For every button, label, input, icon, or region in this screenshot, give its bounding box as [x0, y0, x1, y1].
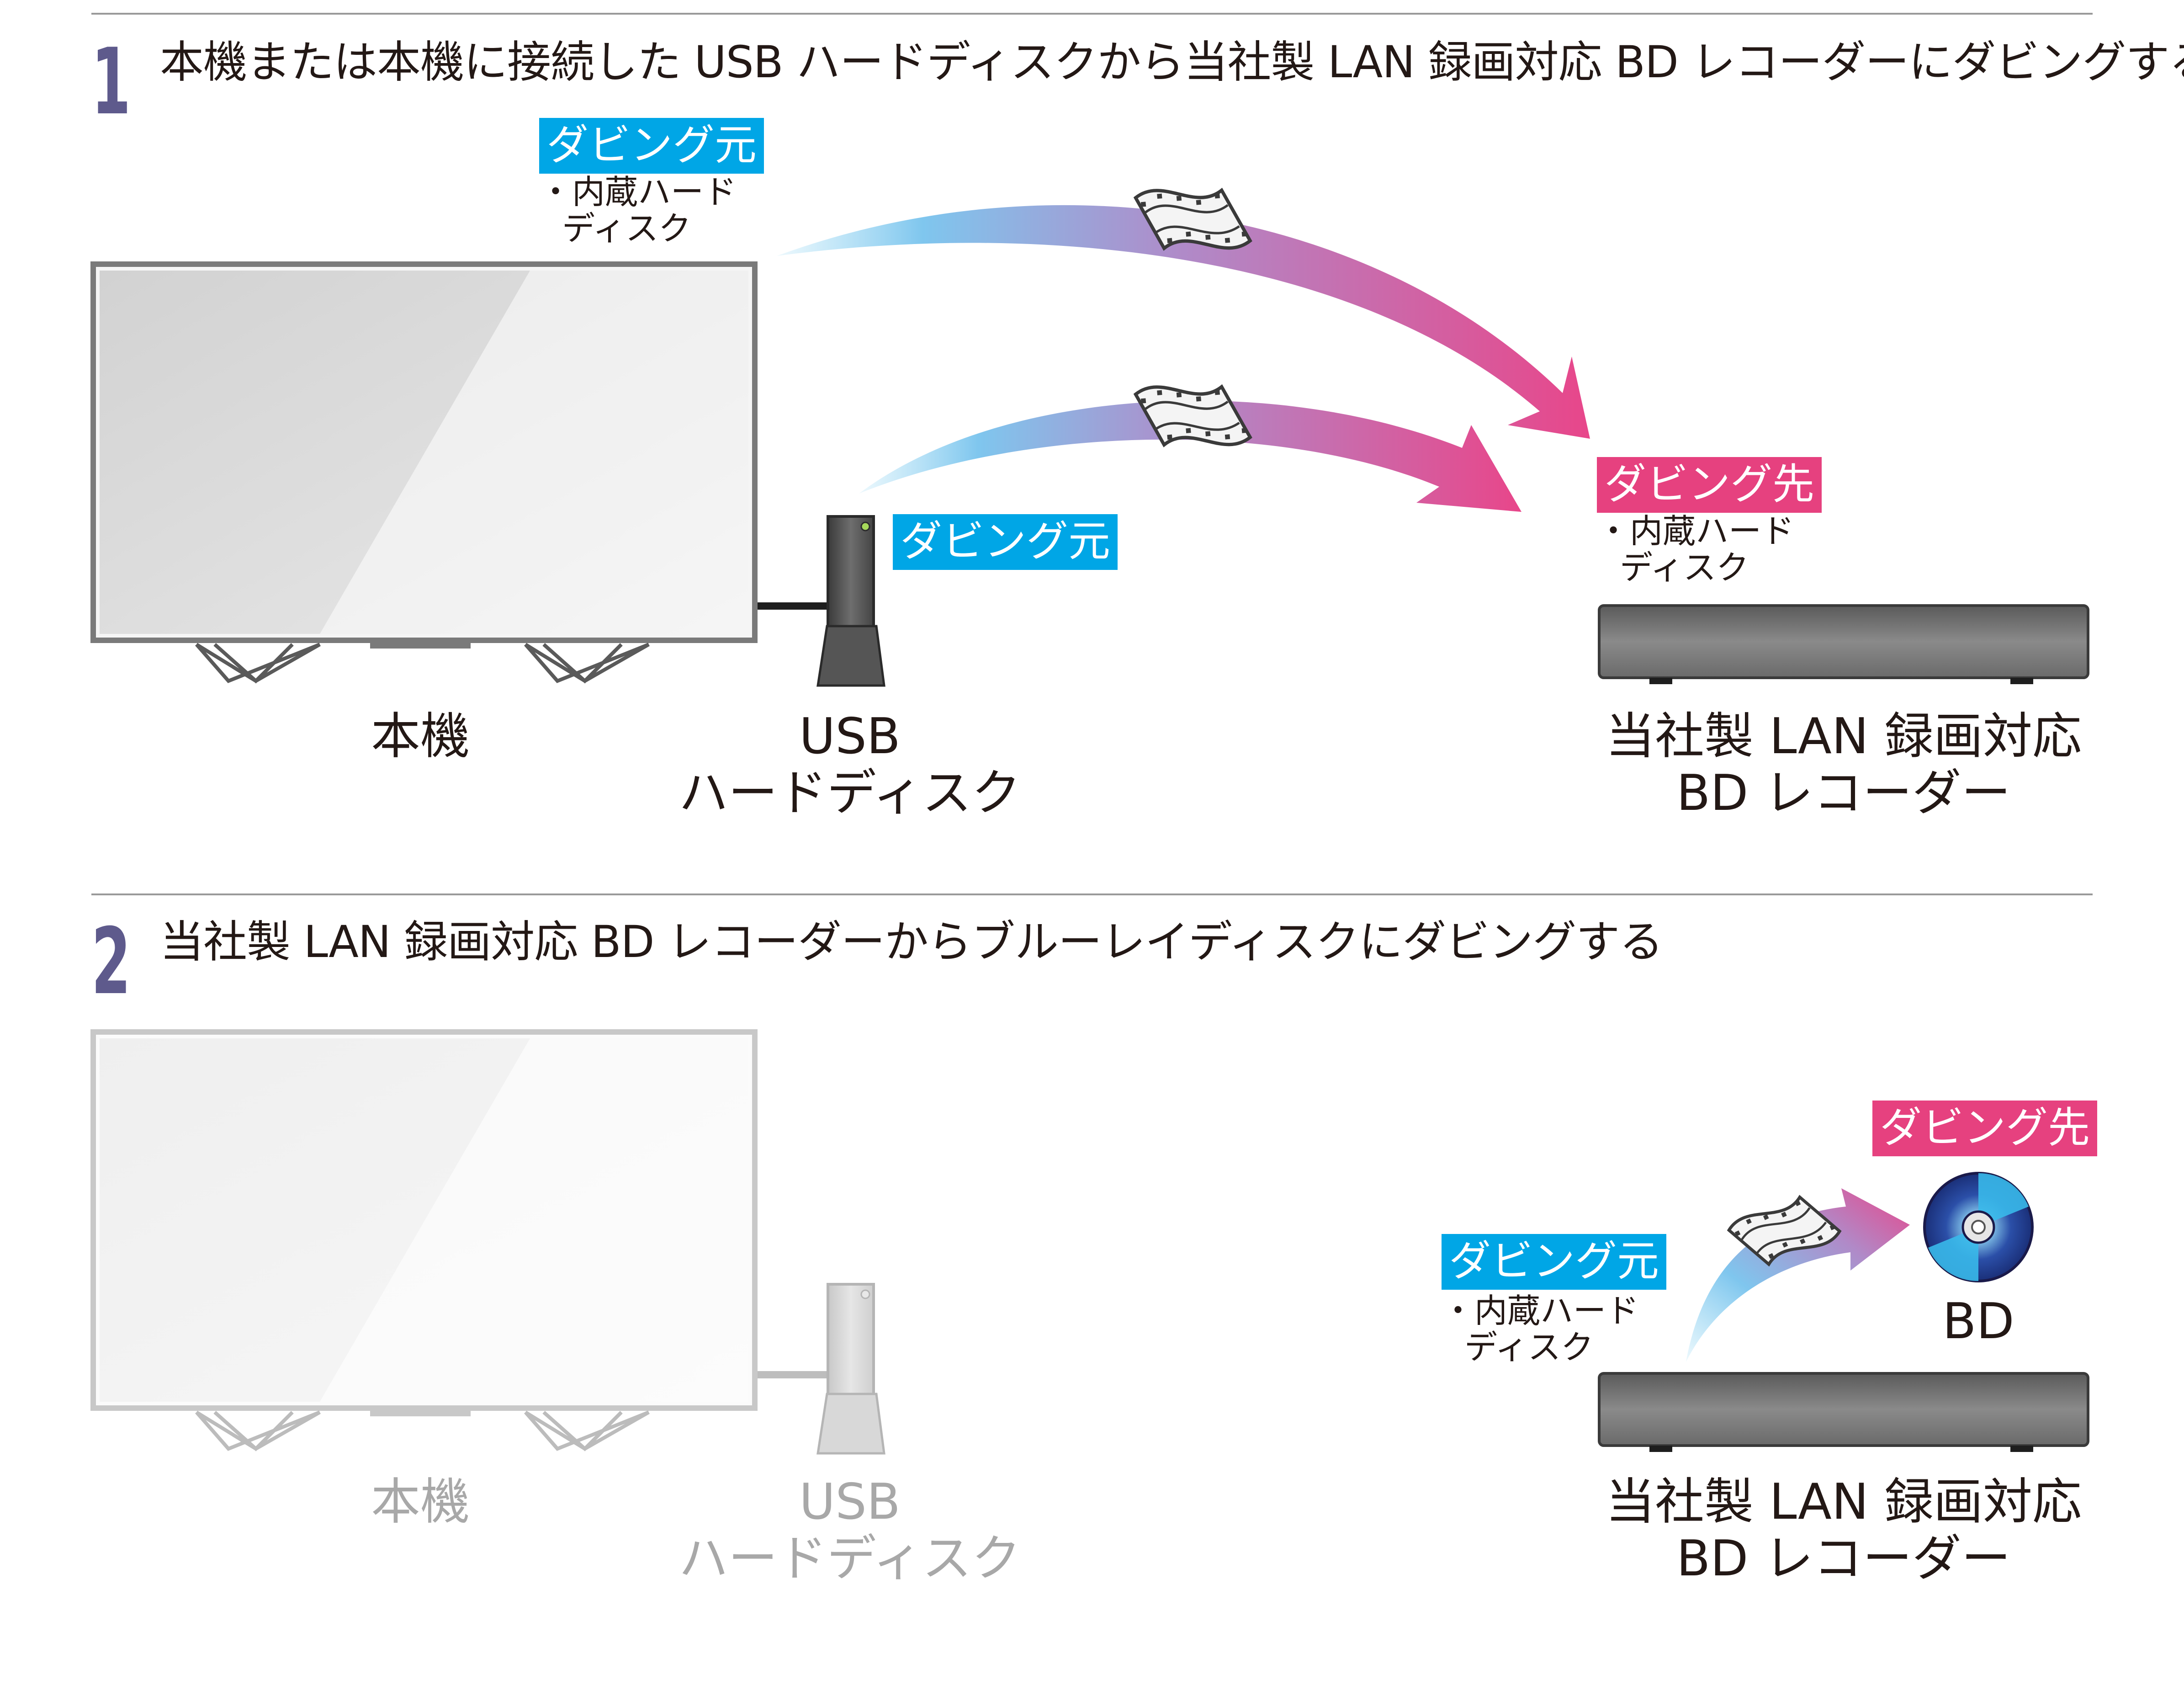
- tv-caption: 本機: [371, 708, 470, 765]
- source-tag: ダビング元: [539, 118, 764, 174]
- source-note: ・内蔵ハード ディスク: [1442, 1292, 1639, 1366]
- bd-recorder-illustration: [1598, 1372, 2089, 1452]
- usb-cable: [758, 602, 831, 610]
- note-line: ディスク: [1464, 1328, 1594, 1367]
- destination-note: ・内蔵ハード ディスク: [1597, 513, 1794, 586]
- bd-caption: BD: [1942, 1293, 2014, 1350]
- step-title: 本機または本機に接続した USB ハードディスクから当社製 LAN 録画対応 B…: [160, 37, 2184, 88]
- note-line: ・内蔵ハード: [539, 173, 737, 211]
- step-number: 1: [91, 29, 131, 135]
- tv-illustration: [90, 261, 758, 684]
- section-divider: [91, 893, 2093, 895]
- note-line: ディスク: [562, 209, 691, 248]
- note-line: ・内蔵ハード: [1597, 512, 1795, 550]
- bd-disc-icon: [1923, 1172, 2034, 1282]
- usb-hdd-caption: USB ハードディスク: [667, 708, 1033, 822]
- caption-line: BD レコーダー: [1676, 765, 2011, 822]
- source-tag: ダビング元: [893, 514, 1118, 570]
- recorder-caption: 当社製 LAN 録画対応 BD レコーダー: [1563, 1474, 2125, 1587]
- source-tag: ダビング元: [1442, 1234, 1667, 1290]
- destination-tag: ダビング先: [1597, 457, 1822, 513]
- bd-recorder-illustration: [1598, 604, 2089, 684]
- caption-line: 当社製 LAN 録画対応: [1606, 708, 2082, 765]
- caption-line: ハードディスク: [679, 1530, 1021, 1587]
- caption-line: BD レコーダー: [1676, 1530, 2011, 1587]
- tv-caption: 本機: [371, 1473, 470, 1531]
- usb-hdd-illustration-faded: [816, 1283, 885, 1455]
- arrow-recorder-to-bd: [1686, 1188, 1910, 1362]
- arrow-tv-to-recorder: [777, 205, 1590, 439]
- arrow-usb-to-recorder: [859, 400, 1521, 512]
- destination-tag: ダビング先: [1872, 1101, 2098, 1156]
- source-note: ・内蔵ハード ディスク: [539, 174, 737, 247]
- note-line: ディスク: [1620, 548, 1749, 587]
- caption-line: 当社製 LAN 録画対応: [1606, 1473, 2082, 1531]
- caption-line: ハードディスク: [679, 765, 1021, 822]
- usb-cable-faded: [758, 1371, 831, 1378]
- section-divider: [91, 13, 2093, 15]
- tv-illustration-faded: [90, 1029, 758, 1452]
- note-line: ・内蔵ハード: [1442, 1292, 1639, 1330]
- recorder-caption: 当社製 LAN 録画対応 BD レコーダー: [1563, 708, 2125, 822]
- usb-hdd-caption: USB ハードディスク: [667, 1474, 1033, 1587]
- step-title: 当社製 LAN 録画対応 BD レコーダーからブルーレイディスクにダビングする: [160, 916, 1663, 968]
- caption-line: USB: [799, 1473, 901, 1531]
- step-number: 2: [91, 909, 131, 1015]
- caption-line: USB: [799, 708, 901, 765]
- usb-hdd-illustration: [816, 515, 885, 687]
- film-icon: [1135, 379, 1251, 452]
